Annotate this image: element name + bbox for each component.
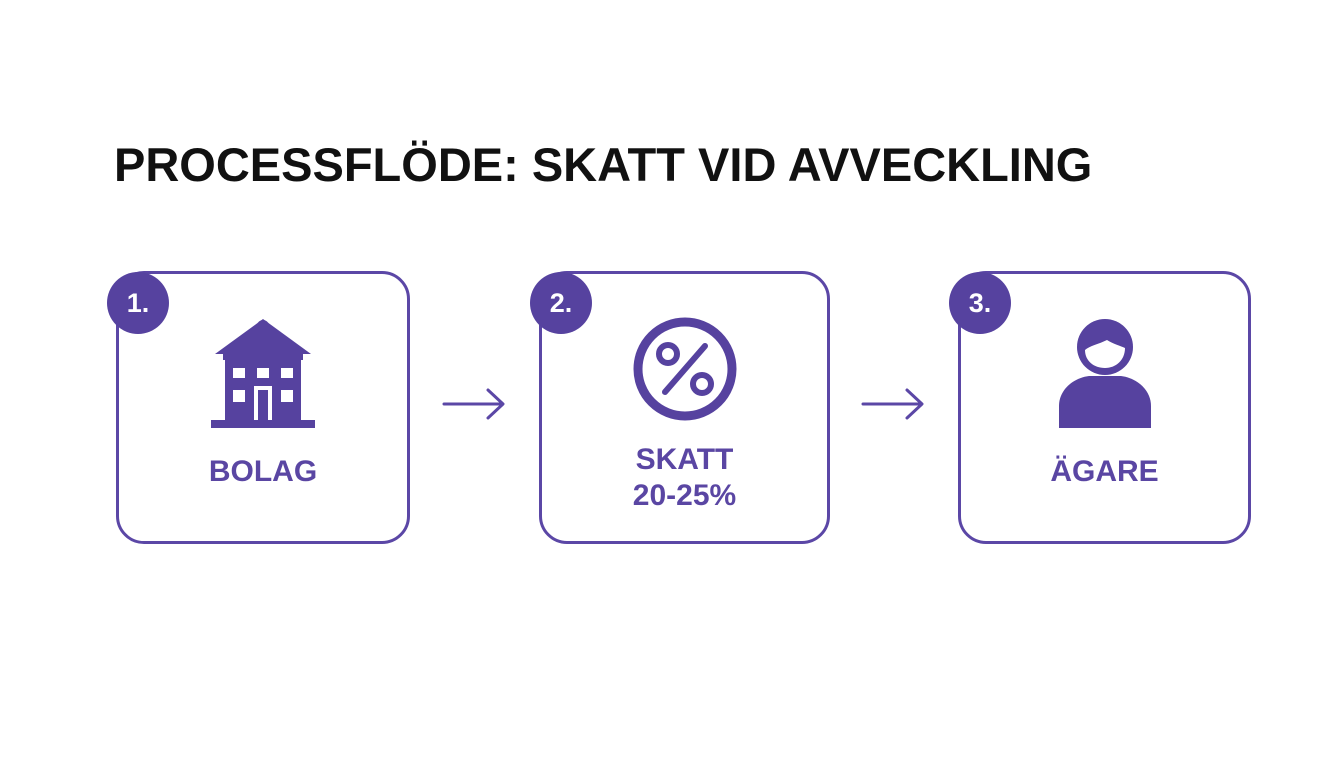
percent-icon bbox=[633, 317, 736, 421]
step-label-line-2: 20-25% bbox=[632, 479, 737, 512]
step-number-badge: 3. bbox=[949, 272, 1011, 334]
arrow-right-icon bbox=[861, 388, 924, 420]
step-label-line-1: SKATT bbox=[635, 443, 734, 476]
step-number-badge: 1. bbox=[107, 272, 169, 334]
building-icon bbox=[211, 319, 315, 428]
step-card-skatt: 2. SKATT 20-25% bbox=[530, 271, 830, 544]
person-icon bbox=[1058, 319, 1151, 428]
step-label: SKATT 20-25% bbox=[542, 442, 827, 514]
arrow-right-icon bbox=[442, 388, 505, 420]
step-card-bolag: 1. BOLAG bbox=[107, 271, 410, 544]
step-card-agare: 3. ÄGARE bbox=[949, 271, 1251, 544]
step-label: BOLAG bbox=[208, 455, 318, 488]
step-label: ÄGARE bbox=[1050, 455, 1159, 488]
step-number-badge: 2. bbox=[530, 272, 592, 334]
page-title: PROCESSFLÖDE: SKATT VID AVVECKLING bbox=[114, 138, 1093, 191]
